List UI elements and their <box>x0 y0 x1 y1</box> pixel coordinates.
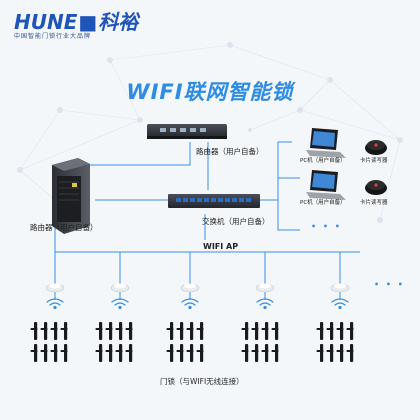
door-lock-icon <box>115 344 123 362</box>
wifi-signal-icon <box>256 298 274 310</box>
door-lock-icon <box>176 322 184 340</box>
door-lock-icon <box>186 344 194 362</box>
door-lock-icon <box>271 322 279 340</box>
brand-name-cn: 科裕 <box>98 10 139 34</box>
door-lock-icon <box>196 322 204 340</box>
ap-ellipsis: • • • <box>374 280 405 289</box>
router-top-device <box>147 124 227 139</box>
wifi-ap-4 <box>255 283 275 293</box>
door-lock-icon <box>105 344 113 362</box>
wifi-ap-5 <box>330 283 350 293</box>
door-lock-label: 门锁（与WIFI无线连接） <box>160 377 244 386</box>
door-lock-icon <box>336 322 344 340</box>
door-lock-icon <box>166 322 174 340</box>
router-left-device <box>52 158 90 234</box>
door-lock-icon <box>316 344 324 362</box>
door-lock-icon <box>241 344 249 362</box>
router-left-label: 路由器（用户自备） <box>30 223 98 232</box>
wifi-ap-2 <box>110 283 130 293</box>
door-lock-icon <box>271 344 279 362</box>
brand-name: HUNE <box>14 10 78 34</box>
door-lock-icon <box>95 322 103 340</box>
brand-tagline: 中国智能门锁行业大品牌 <box>14 33 92 40</box>
wifi-signal-icons <box>46 298 349 310</box>
door-lock-icon <box>251 344 259 362</box>
door-lock-groups <box>30 322 354 362</box>
wifi-ap-row <box>45 283 350 293</box>
page-title: WIFI联网智能锁 <box>126 80 294 104</box>
brand-logo: HUNE■科裕 <box>14 6 138 35</box>
door-lock-icon <box>326 344 334 362</box>
wifi-signal-icon <box>331 298 349 310</box>
door-lock-icon <box>261 322 269 340</box>
reader2-label: 卡片读写器 <box>360 200 388 206</box>
door-lock-icon <box>105 322 113 340</box>
reader1-icon <box>365 140 387 155</box>
door-lock-icon <box>176 344 184 362</box>
door-lock-icon <box>241 322 249 340</box>
pc2-laptop-icon <box>306 170 346 200</box>
door-lock-group <box>241 322 279 362</box>
switch-device <box>168 194 260 208</box>
door-lock-icon <box>346 322 354 340</box>
door-lock-icon <box>60 344 68 362</box>
wifi-ap-label: WIFI AP <box>200 242 242 251</box>
door-lock-icon <box>251 322 259 340</box>
brand-separator: ■ <box>78 10 98 34</box>
pc2-label: PC机（用户自备） <box>300 200 346 206</box>
door-lock-icon <box>95 344 103 362</box>
door-lock-group <box>166 322 204 362</box>
switch-label: 交换机（用户自备） <box>202 217 270 226</box>
door-lock-icon <box>326 322 334 340</box>
door-lock-icon <box>50 322 58 340</box>
door-lock-icon <box>60 322 68 340</box>
door-lock-icon <box>30 322 38 340</box>
pc1-label: PC机（用户自备） <box>300 158 346 164</box>
door-lock-icon <box>125 322 133 340</box>
door-lock-icon <box>346 344 354 362</box>
door-lock-icon <box>336 344 344 362</box>
wifi-ap-1 <box>45 283 65 293</box>
reader2-icon <box>365 180 387 195</box>
door-lock-icon <box>166 344 174 362</box>
pc-ellipsis: • • • <box>311 222 342 231</box>
door-lock-icon <box>115 322 123 340</box>
door-lock-icon <box>196 344 204 362</box>
door-lock-icon <box>316 322 324 340</box>
reader1-label: 卡片读写器 <box>360 158 388 164</box>
door-lock-group <box>316 322 354 362</box>
door-lock-group <box>30 322 68 362</box>
wifi-signal-icon <box>46 298 64 310</box>
door-lock-icon <box>30 344 38 362</box>
door-lock-icon <box>40 344 48 362</box>
router-top-label: 路由器（用户自备） <box>196 147 264 156</box>
door-lock-icon <box>186 322 194 340</box>
door-lock-icon <box>261 344 269 362</box>
door-lock-icon <box>50 344 58 362</box>
wifi-ap-3 <box>180 283 200 293</box>
door-lock-icon <box>40 322 48 340</box>
door-lock-icon <box>125 344 133 362</box>
pc1-laptop-icon <box>306 128 346 158</box>
wifi-signal-icon <box>181 298 199 310</box>
wifi-signal-icon <box>111 298 129 310</box>
door-lock-group <box>95 322 133 362</box>
